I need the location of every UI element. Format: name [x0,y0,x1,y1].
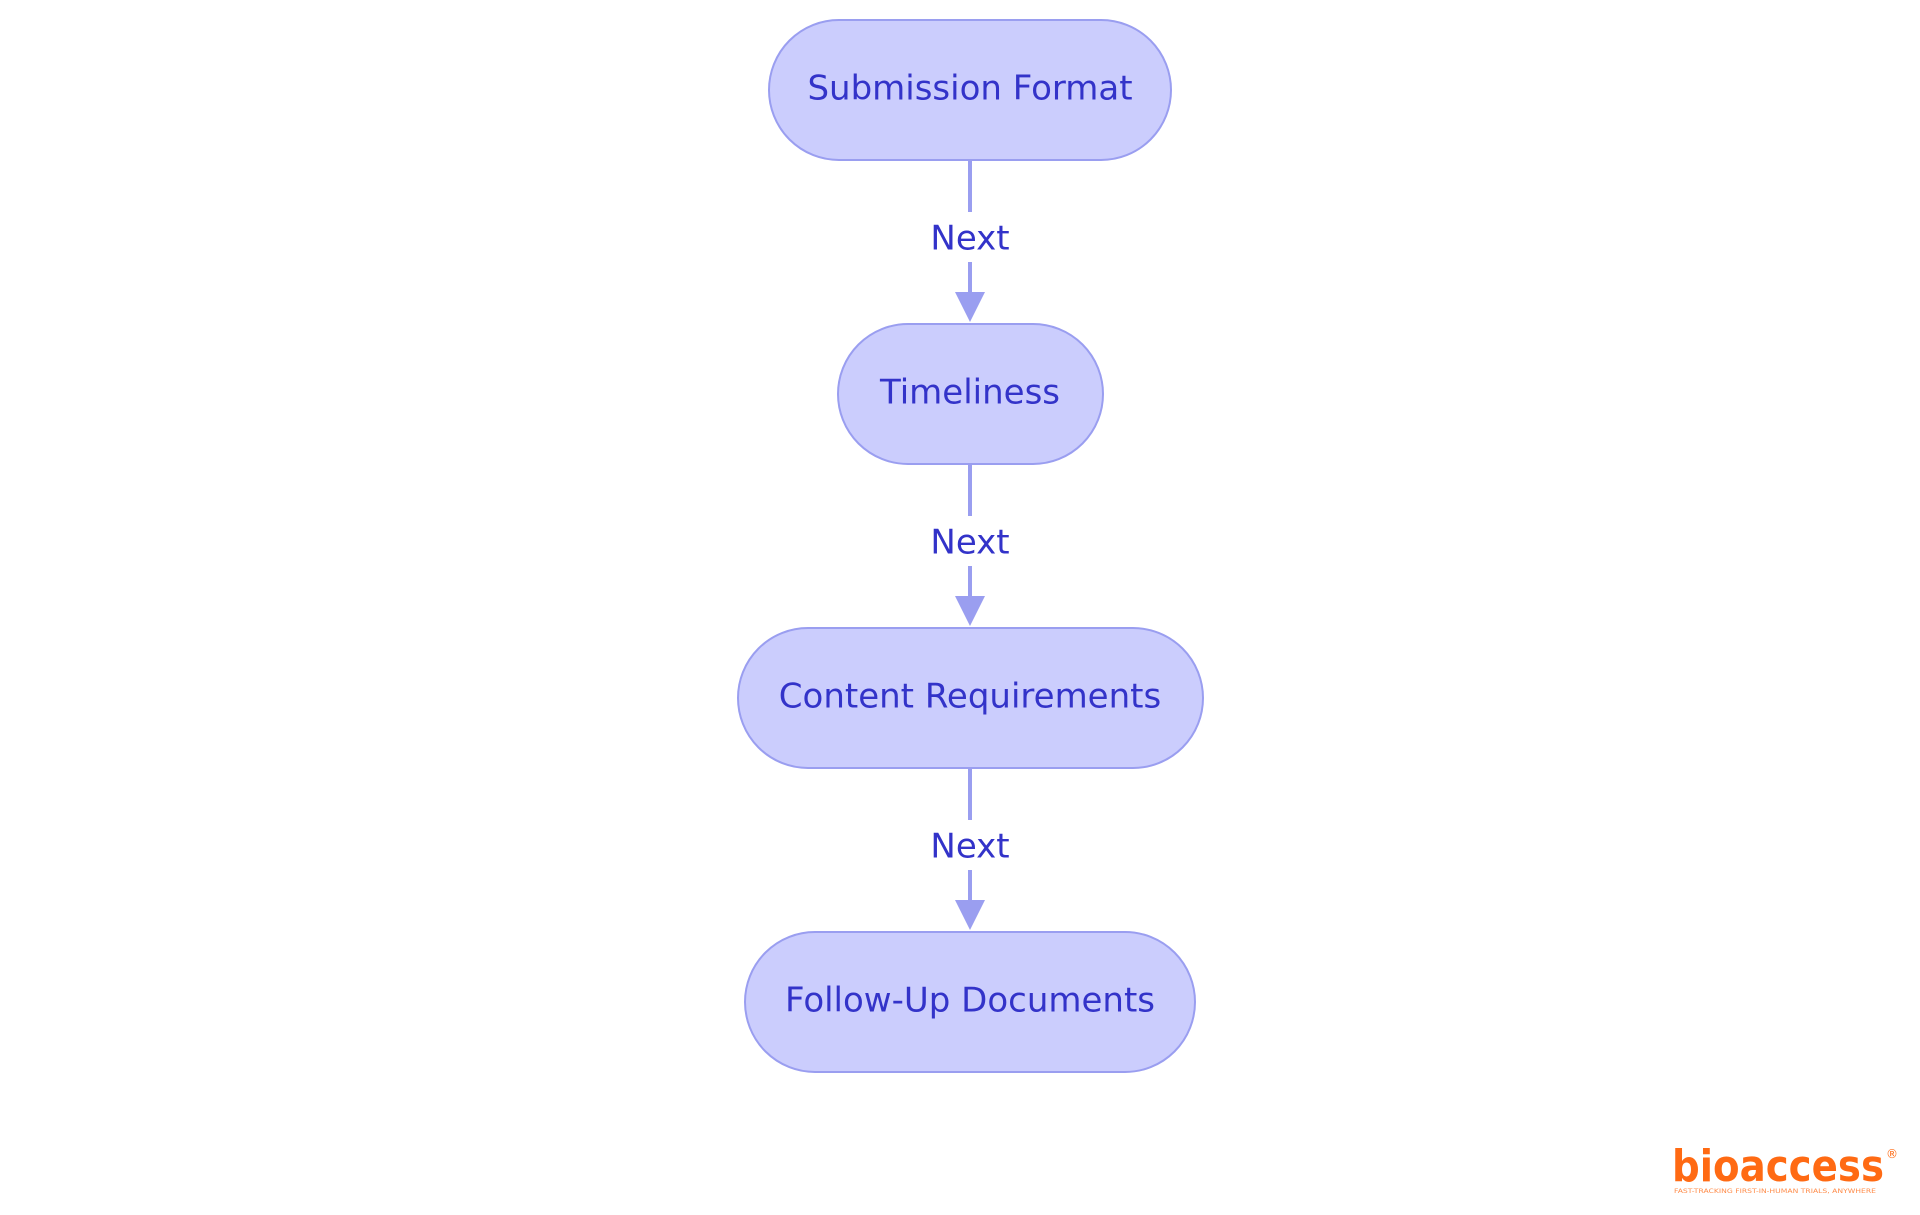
node-follow-up-documents: Follow-Up Documents [744,931,1196,1073]
node-label: Content Requirements [779,677,1161,717]
arrowhead-icon [955,292,985,322]
arrowhead-icon [955,900,985,930]
edge-submission-to-timeliness: Next [925,160,1015,322]
arrowhead-icon [955,596,985,626]
bioaccess-logo: bioaccess ® FAST-TRACKING FIRST-IN-HUMAN… [1672,1141,1898,1195]
node-label: Submission Format [807,69,1132,109]
node-label: Follow-Up Documents [785,981,1155,1021]
edge-label: Next [930,827,1009,867]
node-submission-format: Submission Format [768,19,1172,161]
edge-label: Next [930,523,1009,563]
edge-content-to-followup: Next [925,768,1015,930]
node-timeliness: Timeliness [837,323,1104,465]
logo-wordmark: bioaccess [1672,1141,1884,1192]
logo-tagline: FAST-TRACKING FIRST-IN-HUMAN TRIALS, ANY… [1674,1187,1876,1195]
edge-label: Next [930,219,1009,259]
node-content-requirements: Content Requirements [737,627,1204,769]
node-label: Timeliness [879,373,1060,413]
registered-mark-icon: ® [1886,1147,1898,1161]
edge-timeliness-to-content: Next [925,464,1015,626]
